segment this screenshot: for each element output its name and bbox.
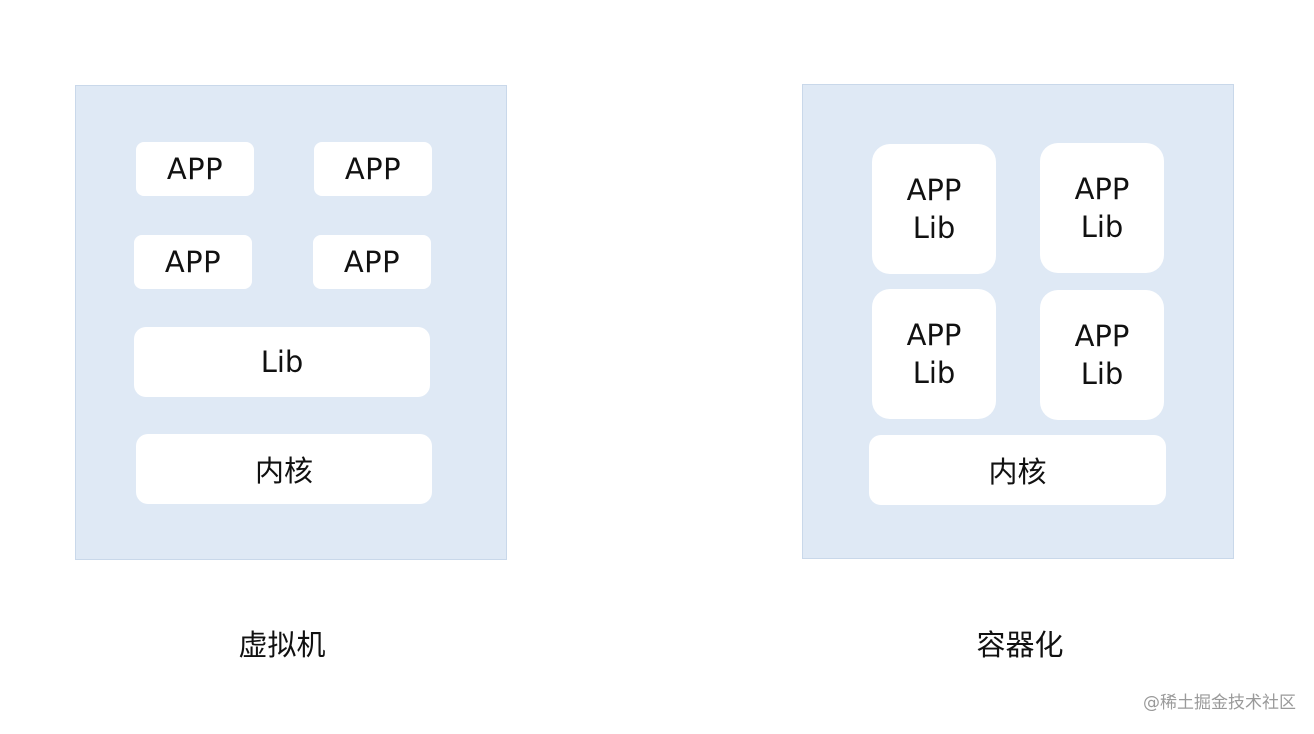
vm-lib-box: Lib: [134, 327, 430, 397]
container-caption: 容器化: [976, 628, 1064, 662]
container-tile-app-label: APP: [906, 173, 962, 207]
container-tile-1: APP Lib: [872, 144, 996, 274]
container-tile-lib-label: Lib: [1080, 210, 1124, 244]
vm-app-box-1: APP: [136, 142, 254, 196]
container-tile-app-label: APP: [1074, 172, 1130, 206]
container-tile-app-label: APP: [1074, 319, 1130, 353]
container-kernel-box: 内核: [869, 435, 1166, 505]
container-tile-4: APP Lib: [1040, 290, 1164, 420]
container-tile-3: APP Lib: [872, 289, 996, 419]
container-tile-lib-label: Lib: [1080, 357, 1124, 391]
container-tile-2: APP Lib: [1040, 143, 1164, 273]
container-tile-lib-label: Lib: [912, 211, 956, 245]
vm-app-box-2: APP: [314, 142, 432, 196]
container-tile-lib-label: Lib: [912, 356, 956, 390]
vm-app-box-3: APP: [134, 235, 252, 289]
vm-kernel-box: 内核: [136, 434, 432, 504]
virtual-machine-panel: APP APP APP APP Lib 内核: [75, 85, 507, 560]
vm-caption: 虚拟机: [238, 628, 326, 662]
container-panel: APP Lib APP Lib APP Lib APP Lib 内核: [802, 84, 1234, 559]
container-tile-app-label: APP: [906, 318, 962, 352]
watermark: @稀土掘金技术社区: [1143, 693, 1296, 713]
vm-app-box-4: APP: [313, 235, 431, 289]
